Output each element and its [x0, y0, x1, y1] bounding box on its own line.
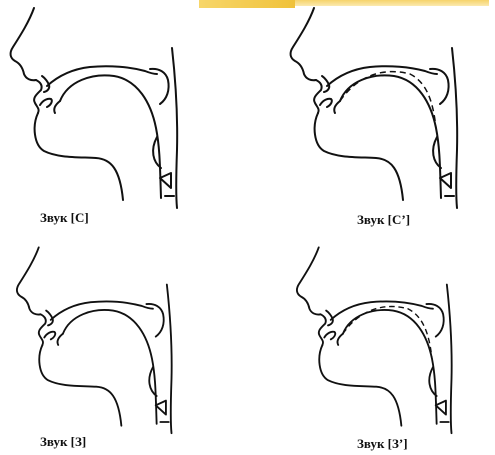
articulation-panel-s-soft: Звук [С’] — [280, 0, 495, 215]
palatalized-tongue-contour — [343, 306, 432, 358]
vocal-tract-profile-s — [0, 0, 200, 210]
tongue-tip-contour — [338, 334, 343, 345]
upper-lip-nose-outline — [297, 247, 321, 314]
tongue-tip-contour — [58, 334, 63, 345]
palatalized-tongue-contour — [340, 72, 436, 128]
vocal-tract-profile-s-soft — [280, 0, 480, 210]
panel-caption-s: Звук [С] — [40, 210, 89, 226]
tongue-contour — [60, 75, 161, 198]
larynx-mark-upper — [156, 401, 166, 415]
tongue-contour — [340, 75, 441, 198]
lower-lip-outline — [34, 80, 42, 113]
lower-lip-outline — [319, 314, 326, 345]
vocal-tract-profile-z-soft — [280, 240, 480, 435]
panel-caption-z-soft: Звук [З’] — [357, 436, 408, 452]
lower-incisor — [324, 332, 335, 340]
jaw-outline — [319, 345, 401, 426]
articulation-panel-z: Звук [З] — [0, 240, 230, 455]
pharynx-back-wall — [172, 48, 177, 208]
tongue-contour — [63, 310, 157, 424]
larynx-mark-upper — [440, 173, 451, 188]
lower-incisor — [40, 99, 52, 107]
larynx-mark-upper — [436, 401, 446, 415]
upper-lip-nose-outline — [17, 247, 41, 314]
larynx-mark-upper — [160, 173, 171, 188]
pharynx-back-wall — [167, 285, 172, 434]
lower-lip-outline — [314, 80, 322, 113]
lower-incisor — [44, 332, 55, 340]
panel-caption-s-soft: Звук [С’] — [357, 212, 410, 228]
pharynx-back-wall — [447, 285, 452, 434]
jaw-outline — [35, 113, 123, 200]
jaw-outline — [315, 113, 403, 200]
jaw-outline — [39, 345, 121, 426]
tongue-contour — [343, 310, 437, 424]
articulation-panel-s: Звук [С] — [0, 0, 230, 215]
articulation-panel-z-soft: Звук [З’] — [280, 240, 495, 455]
upper-lip-nose-outline — [11, 8, 36, 80]
tongue-tip-contour — [334, 101, 340, 113]
pharynx-back-wall — [452, 48, 457, 208]
tongue-tip-contour — [54, 101, 60, 113]
lower-lip-outline — [39, 314, 46, 345]
vocal-tract-profile-z — [0, 240, 200, 435]
lower-incisor — [320, 99, 332, 107]
panel-caption-z: Звук [З] — [40, 434, 86, 450]
upper-lip-nose-outline — [291, 8, 316, 80]
